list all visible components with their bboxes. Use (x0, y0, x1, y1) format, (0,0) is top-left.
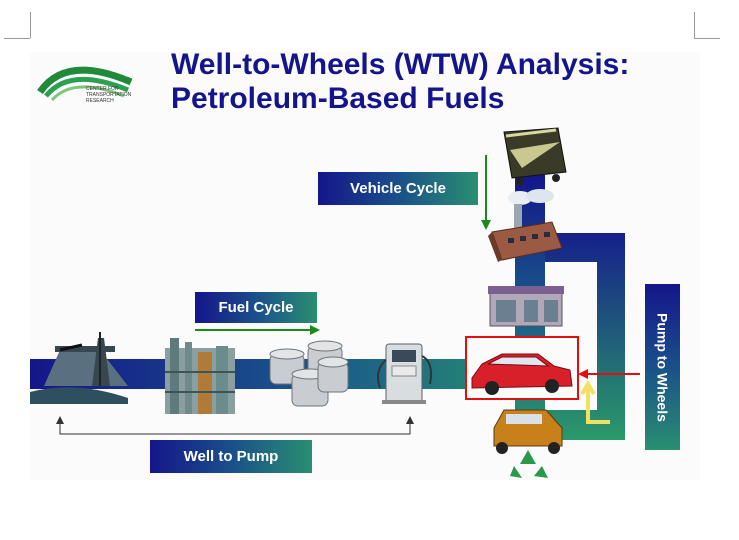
gas-pump-icon (377, 343, 432, 404)
crop-mark-top-right-h (694, 38, 720, 39)
well-to-pump-bracket (59, 420, 411, 435)
recycled-car-icon (493, 409, 563, 478)
logo-text: CENTER FOR TRANSPORTATION RESEARCH (86, 86, 146, 104)
crop-mark-top-left-h (4, 38, 30, 39)
recycle-loop-band (545, 233, 625, 440)
return-arrow-icon (586, 388, 610, 424)
fuel-cycle-label: Fuel Cycle (195, 292, 317, 323)
title-line1: Well-to-Wheels (WTW) Analysis: (171, 48, 630, 81)
logo-text-line2: TRANSPORTATION RESEARCH (86, 92, 132, 104)
dealership-icon (488, 286, 564, 327)
pump-to-wheels-text: Pump to Wheels (654, 312, 671, 422)
well-to-pump-text: Well to Pump (183, 448, 279, 465)
logo-text-line1: CENTER FOR (86, 86, 119, 92)
fuel-cycle-text: Fuel Cycle (218, 299, 294, 316)
title-line2: Petroleum-Based Fuels (171, 82, 505, 115)
oil-well-icon (30, 332, 128, 404)
mine-cart-icon (503, 127, 567, 186)
refinery-icon (165, 338, 235, 414)
page-title: Well-to-Wheels (WTW) Analysis: Petroleum… (171, 48, 691, 116)
fuel-barrels-icon (269, 340, 349, 407)
well-to-pump-label: Well to Pump (150, 440, 312, 473)
car-icon (471, 353, 573, 395)
vehicle-cycle-label: Vehicle Cycle (318, 172, 478, 205)
factory-icon (488, 189, 563, 262)
crop-mark-top-right-v (694, 12, 695, 38)
crop-mark-top-left-v (30, 12, 31, 38)
ctr-logo (36, 52, 141, 107)
pump-to-wheels-label: Pump to Wheels (645, 284, 680, 450)
vehicle-cycle-text: Vehicle Cycle (350, 180, 446, 197)
